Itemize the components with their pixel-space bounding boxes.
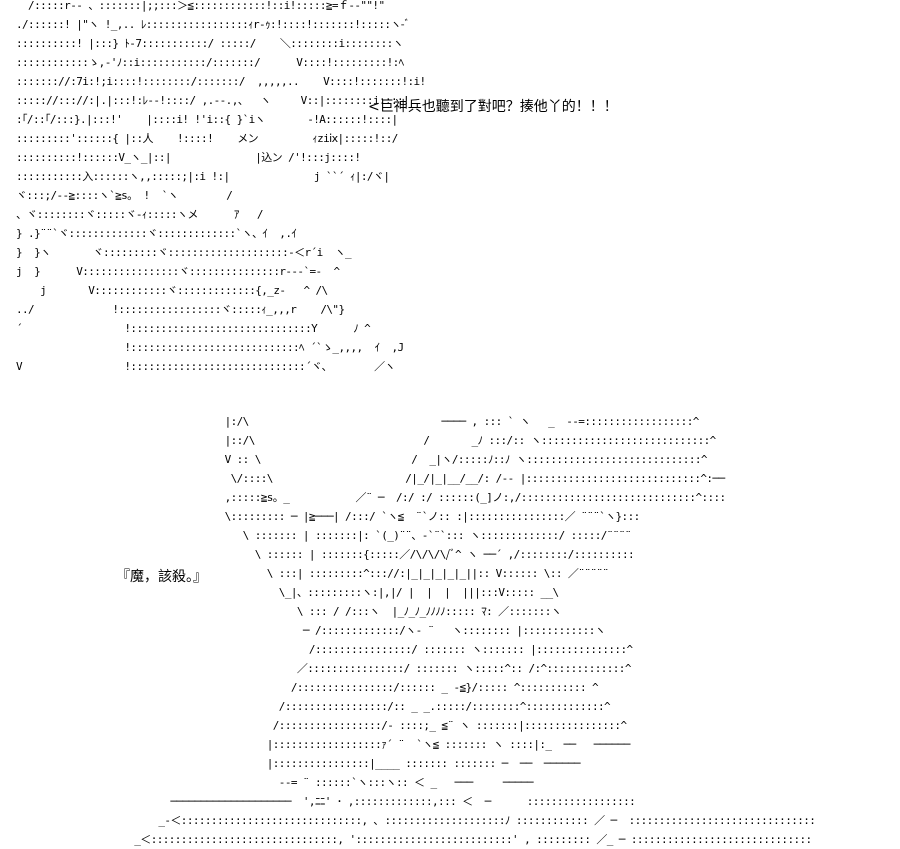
ascii-art-top-character: /:::::r-- 、:::::::|;;:::＞≦::::::::::::!:… — [16, 0, 426, 373]
ascii-art-bottom-giant: |:/\ ──── , ::: ` ヽ _ --=:::::::::::::::… — [134, 415, 816, 846]
speech-text-top: <巨神兵也聽到了對吧？揍他丫的！！！ — [368, 99, 618, 115]
speech-text-bottom: 『魔，該殺。』 — [116, 569, 207, 585]
